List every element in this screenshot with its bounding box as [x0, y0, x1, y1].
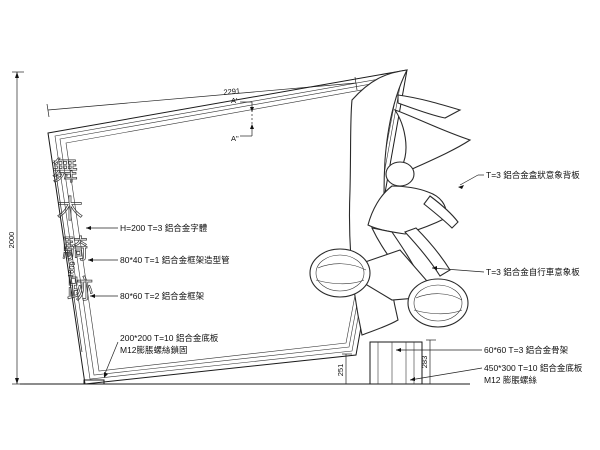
- callout-bone-frame-text: 60*60 T=3 鋁合金骨架: [484, 345, 569, 355]
- bicycle-wheels: [309, 248, 469, 328]
- section-mark-bottom: A": [231, 134, 239, 143]
- callout-frame-tube-text: 80*40 T=1 鋁合金框架造型管: [120, 255, 230, 265]
- callout-frame: 80*60 T=2 鋁合金框架: [90, 291, 205, 301]
- callout-base-plate2: 450*300 T=10 鋁合金底板 M12 膨脹螺絲: [409, 363, 583, 385]
- sign-lettering: 舞 木 騎 跡: [52, 157, 94, 306]
- callout-back-panel-text: T=3 鋁合金盒狀意象背板: [486, 170, 580, 180]
- callout-base-plate2-line2: M12 膨脹螺絲: [484, 375, 537, 385]
- callout-frame-text: 80*60 T=2 鋁合金框架: [120, 291, 205, 301]
- main-frame: [47, 69, 408, 385]
- base-right-label: 283: [420, 356, 429, 369]
- callout-back-panel: T=3 鋁合金盒狀意象背板: [458, 170, 580, 189]
- width-top-label: 2291: [223, 86, 240, 96]
- callout-bicycle-panel: T=3 鋁合金自行車意象板: [431, 266, 580, 277]
- base-left-label: 251: [336, 364, 345, 377]
- callout-base-plate2-line1: 450*300 T=10 鋁合金底板: [484, 363, 583, 373]
- height-text-label: 1609: [66, 261, 77, 279]
- callout-bicycle-panel-text: T=3 鋁合金自行車意象板: [486, 267, 580, 277]
- callout-bone-frame: 60*60 T=3 鋁合金骨架: [396, 345, 569, 355]
- sign-char-4: 跡: [67, 275, 93, 305]
- callout-base-plate: 200*200 T=10 鋁合金底板 M12膨脹螺絲鎖固: [103, 333, 219, 378]
- callout-base-plate-line2: M12膨脹螺絲鎖固: [120, 345, 188, 355]
- callout-letters: H=200 T=3 鋁合金字體: [86, 223, 208, 233]
- sign-char-2: 木: [57, 195, 83, 225]
- callout-base-plate-line1: 200*200 T=10 鋁合金底板: [120, 333, 219, 343]
- height-dimension: 2000: [7, 71, 24, 385]
- callout-letters-text: H=200 T=3 鋁合金字體: [120, 223, 208, 233]
- height-total-label: 2000: [7, 232, 16, 249]
- base-posts: [83, 341, 423, 385]
- base-dimensions: 251 283: [336, 339, 436, 384]
- callout-frame-tube: 80*40 T=1 鋁合金框架造型管: [88, 255, 230, 265]
- sign-char-3: 騎: [62, 235, 88, 265]
- width-dimension: 2291: [46, 76, 358, 118]
- text-height-dimension: 1609: [53, 159, 83, 353]
- sign-char-1: 舞: [52, 157, 78, 187]
